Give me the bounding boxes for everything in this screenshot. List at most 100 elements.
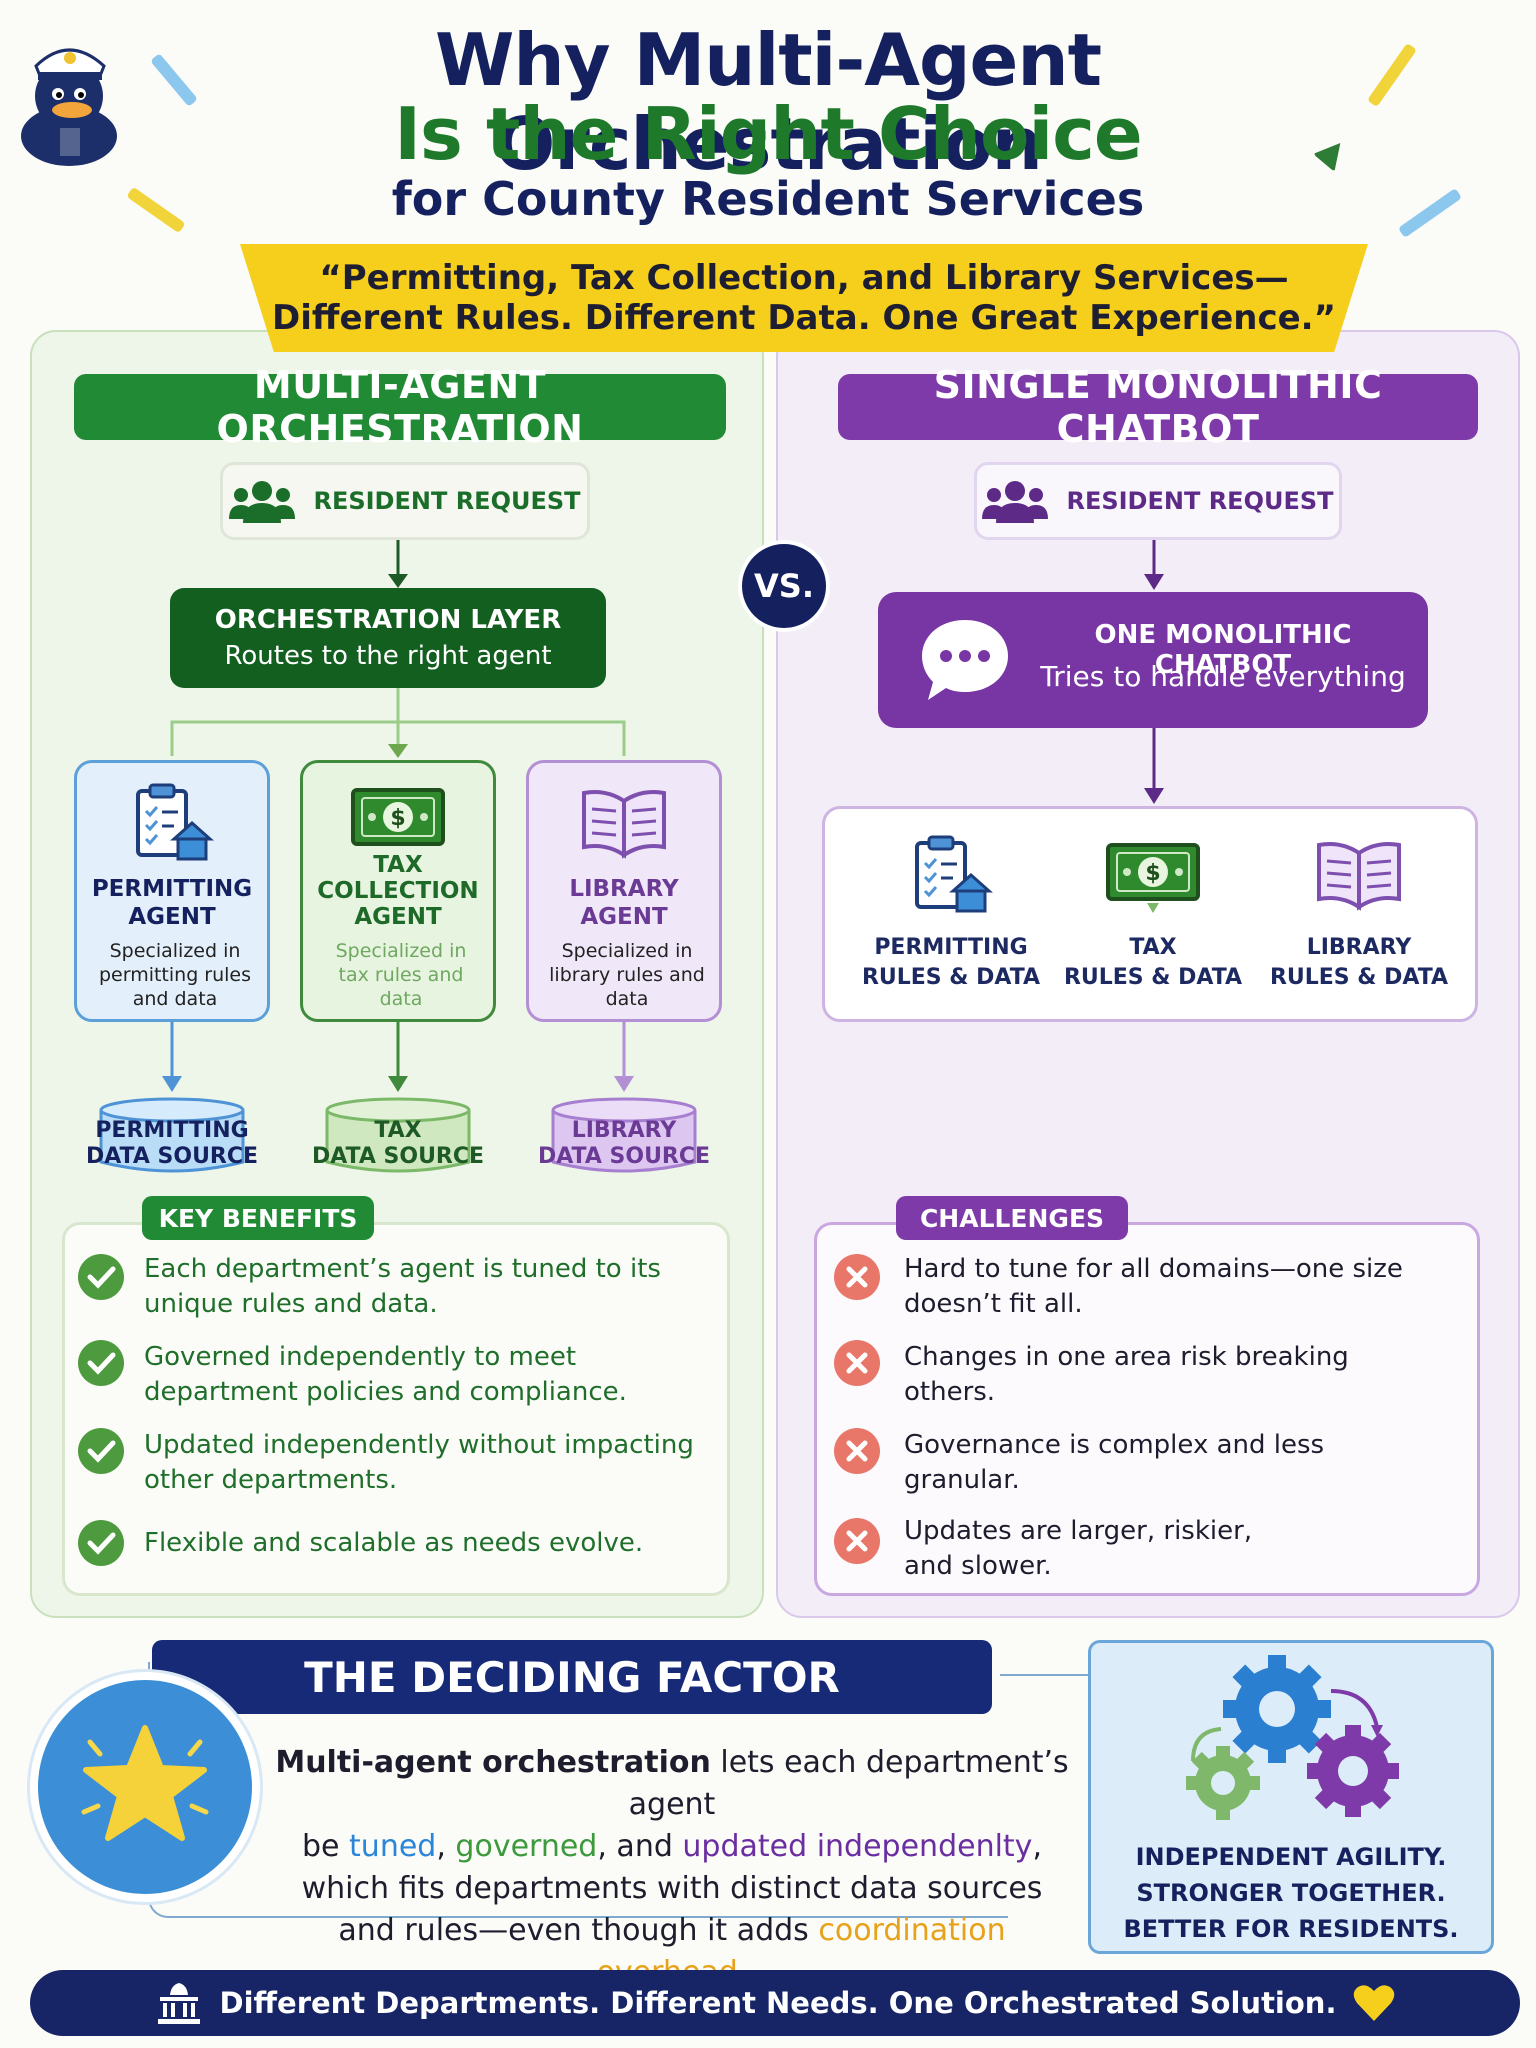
benefit-item: Updated independently without impacting bbox=[144, 1430, 694, 1460]
footer-banner: Different Departments. Different Needs. … bbox=[30, 1970, 1520, 2036]
agent-description: Specialized in bbox=[109, 940, 241, 962]
key-benefits-tag: KEY BENEFITS bbox=[142, 1196, 374, 1240]
agility-line-1: INDEPENDENT AGILITY. bbox=[1135, 1843, 1447, 1871]
tax-data-source: TAX DATA SOURCE bbox=[298, 1118, 498, 1170]
challenge-item: Governance is complex and less bbox=[904, 1430, 1325, 1460]
challenge-item: and slower. bbox=[904, 1551, 1052, 1581]
rule-label: TAX bbox=[1129, 935, 1177, 960]
challenges-box bbox=[814, 1222, 1480, 1596]
heart-icon bbox=[1354, 1985, 1395, 2021]
gears-icon bbox=[1186, 1655, 1399, 1820]
challenge-item: granular. bbox=[904, 1465, 1020, 1495]
orchestration-subtitle: Routes to the right agent bbox=[224, 641, 552, 671]
quote-banner: “Permitting, Tax Collection, and Library… bbox=[240, 244, 1368, 352]
benefit-item: Flexible and scalable as needs evolve. bbox=[144, 1528, 644, 1558]
permitting-agent-card: PERMITTING AGENT Specialized in permitti… bbox=[74, 760, 270, 1022]
title-line-1: Why Multi-Agent Orchestration bbox=[434, 18, 1102, 186]
database-icon bbox=[551, 1097, 697, 1173]
agent-name: COLLECTION bbox=[317, 878, 479, 904]
dollar-bill-icon: $ bbox=[351, 788, 445, 846]
check-icon bbox=[78, 1520, 124, 1566]
challenge-item: Updates are larger, riskier, bbox=[904, 1516, 1253, 1546]
data-source-label: LIBRARY bbox=[571, 1118, 677, 1143]
text-line: which fits departments with distinct dat… bbox=[301, 1871, 1043, 1906]
vs-badge: VS. bbox=[738, 540, 830, 632]
data-source-label: DATA SOURCE bbox=[85, 1144, 259, 1169]
agent-name: TAX bbox=[373, 852, 423, 878]
text-emphasis: Multi-agent orchestration bbox=[275, 1745, 711, 1780]
people-icon bbox=[982, 481, 1049, 523]
text-run: , and bbox=[597, 1829, 683, 1864]
quote-line-1: “Permitting, Tax Collection, and Library… bbox=[319, 258, 1289, 298]
text-run: and rules—even though it adds bbox=[338, 1913, 819, 1948]
agility-box: INDEPENDENT AGILITY. STRONGER TOGETHER. … bbox=[1088, 1640, 1494, 1954]
challenge-item: Hard to tune for all domains—one size bbox=[904, 1254, 1403, 1284]
agent-name: AGENT bbox=[128, 904, 216, 930]
rule-label: PERMITTING bbox=[874, 935, 1028, 960]
cross-icon bbox=[834, 1518, 880, 1564]
agility-line-2: STRONGER TOGETHER. bbox=[1136, 1879, 1446, 1907]
text-line: be tuned, governed, and updated independ… bbox=[272, 1826, 1072, 1868]
word-governed: governed bbox=[455, 1829, 598, 1864]
orchestration-title: ORCHESTRATION LAYER bbox=[214, 605, 562, 635]
connector-line bbox=[1000, 1674, 1096, 1676]
agent-description: library rules and bbox=[549, 964, 705, 986]
agility-line-3: BETTER FOR RESIDENTS. bbox=[1123, 1915, 1459, 1943]
tax-rules: $ TAX RULES & DATA bbox=[1053, 835, 1253, 993]
data-source-label: TAX bbox=[374, 1118, 422, 1143]
challenge-item: others. bbox=[904, 1377, 996, 1407]
agent-description: tax rules and bbox=[338, 964, 464, 986]
data-source-label: PERMITTING bbox=[95, 1118, 249, 1143]
title-line-2: Is the Right Choice bbox=[394, 92, 1142, 176]
word-updated: updated independenlty bbox=[682, 1829, 1033, 1864]
chatbot-title: ONE MONOLITHIC CHATBOT bbox=[1094, 620, 1352, 680]
people-icon bbox=[229, 481, 296, 523]
orchestration-layer: ORCHESTRATION LAYER Routes to the right … bbox=[170, 588, 606, 688]
benefit-item: unique rules and data. bbox=[144, 1289, 438, 1319]
duck-captain-mascot bbox=[21, 48, 117, 166]
chatbot-subtitle: Tries to handle everything bbox=[1040, 660, 1406, 693]
agent-description: permitting rules bbox=[98, 964, 252, 986]
rule-label: LIBRARY bbox=[1306, 935, 1412, 960]
agent-name: AGENT bbox=[354, 904, 442, 930]
government-building-icon bbox=[157, 1983, 200, 2024]
deciding-factor-heading: THE DECIDING FACTOR bbox=[152, 1640, 992, 1714]
agent-name: LIBRARY bbox=[569, 876, 679, 902]
open-book-icon bbox=[582, 790, 666, 859]
clipboard-house-icon bbox=[136, 783, 214, 861]
quote-line-2: Different Rules. Different Data. One Gre… bbox=[272, 298, 1336, 338]
agent-description: data bbox=[379, 988, 423, 1010]
key-benefits-box bbox=[62, 1222, 730, 1596]
rule-label: RULES & DATA bbox=[1063, 965, 1243, 990]
agent-description: Specialized in bbox=[561, 940, 693, 962]
database-icon bbox=[99, 1097, 245, 1173]
text-run: lets each department’s agent bbox=[628, 1745, 1069, 1822]
cross-icon bbox=[834, 1254, 880, 1300]
deciding-factor-text: Multi-agent orchestration lets each depa… bbox=[272, 1742, 1072, 1994]
rule-label: RULES & DATA bbox=[1269, 965, 1449, 990]
svg-text:$: $ bbox=[1145, 861, 1160, 886]
check-icon bbox=[78, 1428, 124, 1474]
agent-description: and data bbox=[132, 988, 218, 1010]
permitting-rules: PERMITTING RULES & DATA bbox=[851, 835, 1051, 993]
monolithic-chatbot-box: ONE MONOLITHIC CHATBOT Tries to handle e… bbox=[878, 592, 1428, 728]
agent-name: PERMITTING bbox=[91, 876, 253, 902]
check-icon bbox=[78, 1254, 124, 1300]
text-run: , bbox=[1032, 1829, 1042, 1864]
clipboard-house-icon bbox=[915, 835, 993, 913]
rules-and-data-box: PERMITTING RULES & DATA $ TAX RULES & DA… bbox=[822, 806, 1478, 1022]
library-rules: LIBRARY RULES & DATA bbox=[1259, 835, 1459, 993]
dollar-bill-icon: $ bbox=[1106, 843, 1200, 913]
benefit-item: department policies and compliance. bbox=[144, 1377, 627, 1407]
left-flow-connectors bbox=[162, 540, 1164, 1092]
star-icon bbox=[81, 1725, 209, 1841]
database-icon bbox=[325, 1097, 471, 1173]
agent-name: AGENT bbox=[580, 904, 668, 930]
text-line: Multi-agent orchestration lets each depa… bbox=[272, 1742, 1072, 1826]
right-resident-request: RESIDENT REQUEST bbox=[974, 462, 1342, 540]
star-badge bbox=[30, 1672, 260, 1902]
library-agent-card: LIBRARY AGENT Specialized in library rul… bbox=[526, 760, 722, 1022]
request-label: RESIDENT REQUEST bbox=[313, 487, 581, 515]
benefit-item: Governed independently to meet bbox=[144, 1342, 577, 1372]
cross-icon bbox=[834, 1428, 880, 1474]
